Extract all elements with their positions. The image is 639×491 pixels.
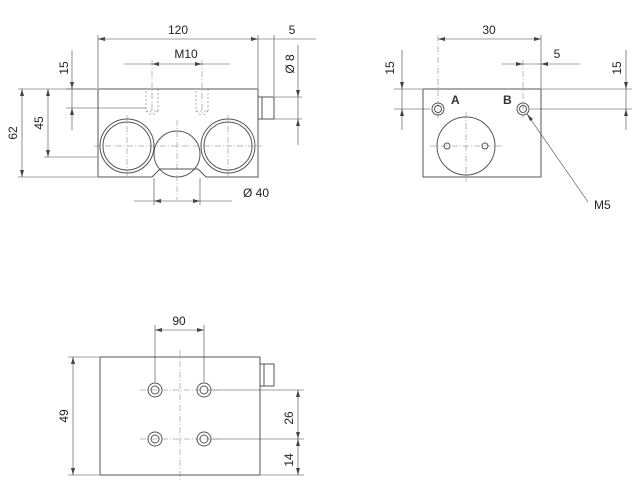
side-thread-label: M5	[594, 198, 611, 212]
bottom-spacing-label: 90	[172, 314, 186, 328]
front-height-label: 62	[6, 126, 20, 140]
front-view: 120 5 M10 Ø 8 15 62	[6, 23, 316, 205]
side-right-height-label: 15	[610, 61, 624, 75]
front-side-boss	[257, 96, 275, 120]
front-width-label: 120	[168, 23, 188, 37]
side-body-outline	[422, 88, 542, 178]
side-offset-label: 5	[554, 47, 561, 61]
side-port-b-label: B	[503, 93, 512, 107]
front-boss-dia-label: Ø 8	[283, 54, 297, 74]
front-body-outline	[97, 88, 259, 178]
bottom-view: 90 49 26 14	[57, 314, 304, 480]
side-port-a-label: A	[451, 93, 460, 107]
front-bore-dia-label: Ø 40	[243, 186, 269, 200]
bottom-upper-row-label: 26	[282, 411, 296, 425]
front-thread-label: M10	[174, 47, 198, 61]
front-top-offset-label: 15	[57, 61, 71, 75]
bottom-side-boss	[259, 363, 275, 387]
side-view: 30 5 15 15 A B M5	[383, 23, 632, 212]
bottom-lower-row-label: 14	[282, 453, 296, 467]
front-bore-height-label: 45	[32, 116, 46, 130]
side-width-label: 30	[482, 23, 496, 37]
side-thread-leader	[526, 113, 589, 203]
side-left-height-label: 15	[383, 61, 397, 75]
bottom-height-label: 49	[57, 409, 71, 423]
front-boss-label: 5	[289, 23, 296, 37]
